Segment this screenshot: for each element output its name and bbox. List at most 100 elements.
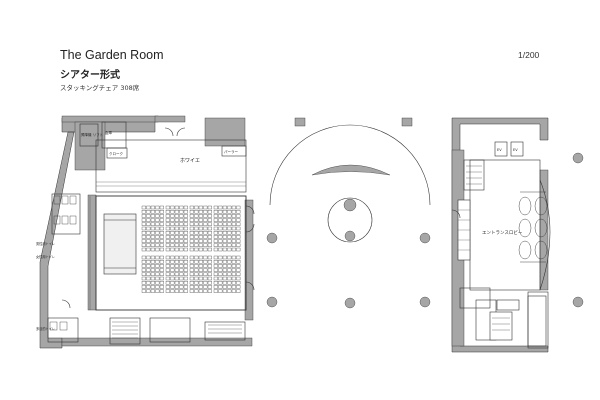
seat [194, 214, 199, 218]
label-toilet-m: 男性用トイレ [36, 241, 55, 246]
seat [174, 272, 179, 276]
seat [194, 255, 199, 260]
seat [203, 226, 208, 231]
seat [213, 231, 218, 235]
pillar-left [266, 232, 278, 244]
seat [213, 247, 218, 252]
seat [159, 222, 164, 226]
seat [227, 281, 232, 285]
seat [170, 247, 175, 252]
seat [170, 260, 175, 264]
courtyard-fountain-outer [327, 197, 373, 243]
label-toilet-w: 女性用トイレ [36, 254, 55, 259]
seat [207, 214, 212, 218]
seat [198, 243, 203, 247]
foyer-outline [95, 139, 247, 193]
seat [174, 268, 179, 272]
seat [170, 218, 175, 222]
seat [227, 260, 232, 264]
seat [146, 264, 151, 268]
plan-title: The Garden Room [60, 48, 164, 62]
seat [179, 289, 184, 293]
seat [183, 255, 188, 260]
seat [170, 226, 175, 231]
seat [159, 281, 164, 285]
right-plan-outer-wall [451, 117, 549, 353]
seat [231, 205, 236, 210]
seat [189, 210, 194, 214]
right-lower-core [489, 311, 513, 341]
seat [231, 226, 236, 231]
seat [155, 218, 160, 222]
seat [179, 247, 184, 252]
seat [222, 260, 227, 264]
seat [198, 264, 203, 268]
seat [179, 243, 184, 247]
seat [183, 243, 188, 247]
seat [170, 272, 175, 276]
seat [207, 231, 212, 235]
seat [155, 247, 160, 252]
seat [222, 205, 227, 210]
seat [159, 231, 164, 235]
seat [218, 214, 223, 218]
seat [141, 239, 146, 243]
seat [207, 255, 212, 260]
seat [183, 289, 188, 293]
label-storage: 倉庫 [105, 130, 112, 135]
seat [198, 222, 203, 226]
seat [231, 289, 236, 293]
seat [179, 205, 184, 210]
seat [165, 218, 170, 222]
seat [183, 276, 188, 281]
seat [203, 264, 208, 268]
seat [203, 205, 208, 210]
seat [146, 255, 151, 260]
seat [227, 218, 232, 222]
seat [236, 218, 241, 222]
seat [218, 281, 223, 285]
seat [189, 289, 194, 293]
seat [236, 214, 241, 218]
seat [159, 255, 164, 260]
seat [227, 235, 232, 239]
seat [207, 285, 212, 289]
seat [165, 231, 170, 235]
seat [150, 210, 155, 214]
seat [150, 247, 155, 252]
seat [236, 260, 241, 264]
seat [236, 222, 241, 226]
seat [222, 289, 227, 293]
lift-room [79, 123, 99, 147]
scale-label: 1/200 [518, 50, 540, 60]
seat [159, 226, 164, 231]
seat [222, 222, 227, 226]
seat [227, 285, 232, 289]
seat [194, 222, 199, 226]
seat [155, 243, 160, 247]
reception-room [106, 147, 128, 159]
seat [213, 268, 218, 272]
seat [159, 214, 164, 218]
seat [165, 239, 170, 243]
seat [227, 255, 232, 260]
seat [222, 226, 227, 231]
seat [218, 222, 223, 226]
seat [194, 239, 199, 243]
seat [146, 231, 151, 235]
seat [236, 276, 241, 281]
pillar-top-left [294, 117, 306, 127]
label-kitchen: パーラー [224, 149, 238, 154]
seat [203, 210, 208, 214]
seat [159, 210, 164, 214]
seat [218, 289, 223, 293]
seat [189, 218, 194, 222]
seat [150, 264, 155, 268]
label-ev-2: EV [513, 148, 518, 152]
seat [218, 260, 223, 264]
seat [159, 205, 164, 210]
seat [207, 276, 212, 281]
seat [231, 210, 236, 214]
seat [207, 222, 212, 226]
seat [179, 260, 184, 264]
